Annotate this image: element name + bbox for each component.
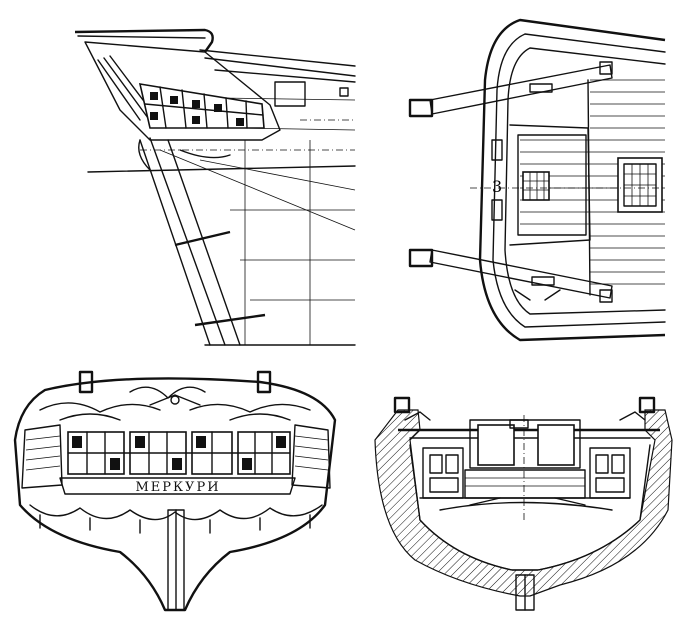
- side-port-window: [274, 81, 306, 107]
- stern-transom-view: МЕРКУРИ: [13, 370, 337, 612]
- stern-side-view: [74, 28, 356, 346]
- rudder-pintles: [174, 230, 266, 327]
- ship-name-label: МЕРКУРИ: [135, 480, 220, 495]
- rail-post-right: [256, 370, 272, 394]
- deck-mark-label: 3: [492, 177, 502, 196]
- stern-windows: [67, 431, 291, 475]
- stern-cross-section: [374, 396, 673, 611]
- side-gallery-window-grid: [144, 86, 264, 129]
- name-board: [59, 477, 296, 495]
- gallery-louvers: [25, 435, 329, 471]
- section-skylight-right: [537, 424, 575, 466]
- stern-deck-plan: 3: [408, 18, 666, 342]
- small-skylight: [522, 171, 550, 201]
- rail-post-left: [78, 370, 94, 394]
- section-skylight-left: [477, 424, 515, 466]
- garland-swags: [29, 504, 323, 521]
- stern-carving-ornament: [39, 386, 311, 421]
- stern-davits: [408, 61, 613, 303]
